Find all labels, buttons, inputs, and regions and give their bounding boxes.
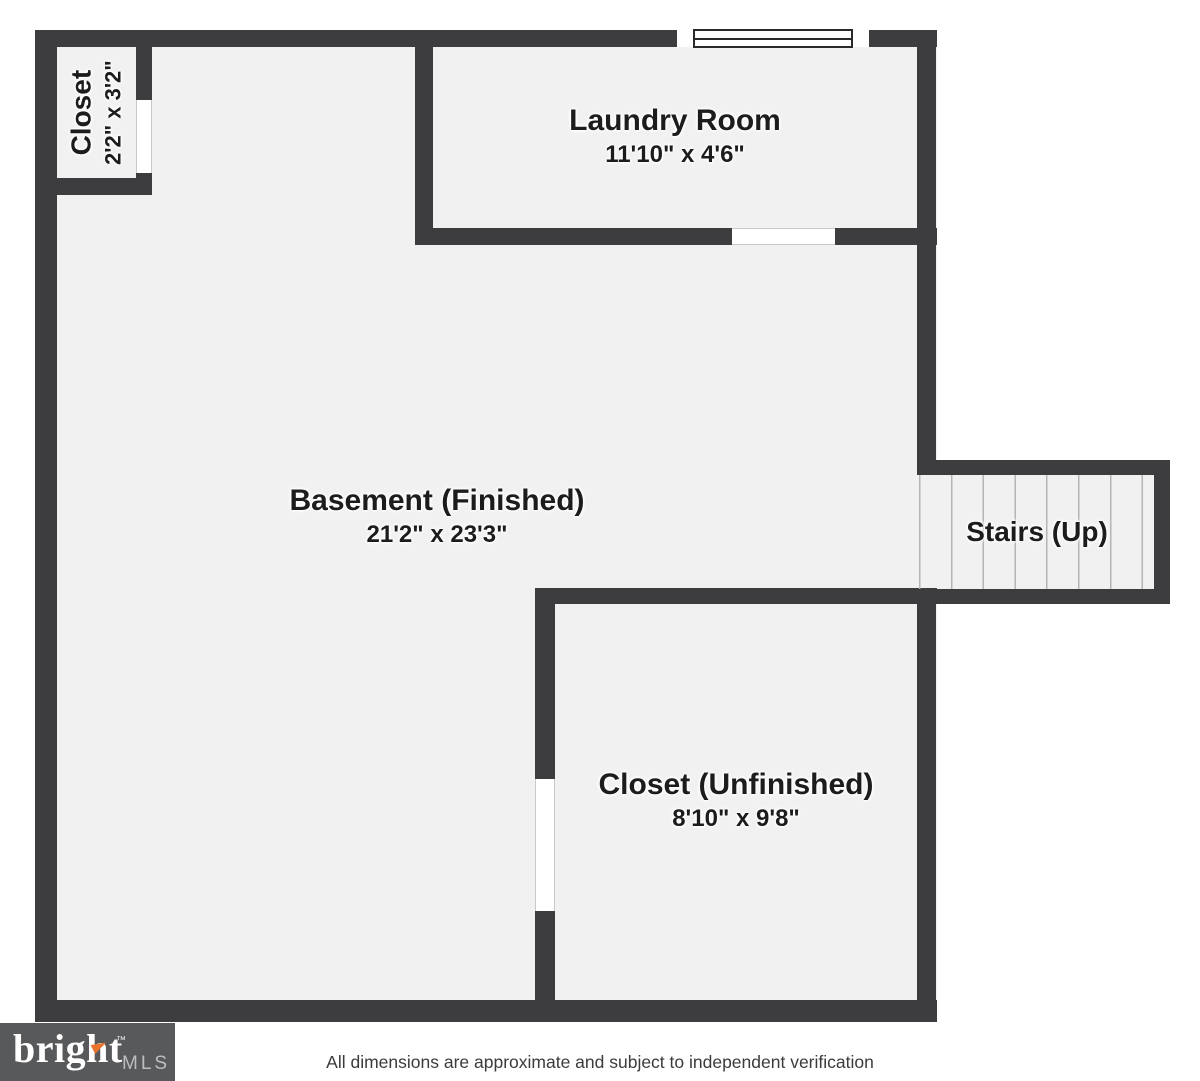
closet-unf-dims: 8'10" x 9'8": [672, 804, 800, 832]
floor-area-main: [35, 30, 937, 1022]
laundry-name: Laundry Room: [569, 104, 781, 138]
wall-laundry-left: [415, 30, 433, 245]
room-label-closet-rotated: Closet 2'2" x 3'2": [65, 61, 128, 166]
disclaimer-text: All dimensions are approximate and subje…: [326, 1052, 874, 1072]
wall-closet-bottom: [35, 178, 152, 195]
stairs-name: Stairs (Up): [966, 516, 1108, 548]
logo-brand-text: bright: [13, 1026, 123, 1071]
wall-exterior-left: [35, 30, 57, 1022]
wall-stairs-bottom: [917, 589, 1170, 604]
wall-stairs-right: [1154, 460, 1170, 604]
room-label-closet-unf: Closet (Unfinished) 8'10" x 9'8": [555, 602, 917, 1000]
stairs-treads: [919, 475, 1154, 589]
window-pane-line: [695, 37, 851, 40]
laundry-dims: 11'10" x 4'6": [605, 141, 745, 169]
wall-stairs-top: [917, 460, 1170, 475]
logo-suffix-text: MLS: [122, 1053, 171, 1074]
wall-exterior-right-lower: [917, 588, 936, 1022]
door-opening-closet-unf: [535, 779, 555, 911]
wall-exterior-bottom: [35, 1000, 937, 1022]
door-opening-laundry: [732, 228, 835, 245]
wall-laundry-bottom: [415, 228, 937, 245]
window-icon: [693, 29, 853, 48]
closet-unf-name: Closet (Unfinished): [598, 767, 874, 801]
door-opening-closet: [136, 100, 152, 173]
room-label-closet: Closet 2'2" x 3'2": [57, 48, 136, 178]
window-gap-right: [853, 30, 869, 47]
wall-closet-unf-top: [535, 588, 937, 604]
logo-trademark: ™: [116, 1035, 126, 1046]
basement-dims: 21'2" x 23'3": [366, 520, 508, 548]
room-label-laundry: Laundry Room 11'10" x 4'6": [433, 47, 917, 228]
wall-exterior-right-upper: [917, 30, 936, 475]
brightmls-logo: bright ™ MLS: [0, 1023, 175, 1081]
window-gap-left: [677, 30, 693, 47]
basement-name: Basement (Finished): [289, 483, 585, 517]
room-label-stairs: Stairs (Up): [920, 475, 1154, 589]
closet-dims: 2'2" x 3'2": [100, 60, 126, 166]
closet-name: Closet: [65, 70, 97, 156]
